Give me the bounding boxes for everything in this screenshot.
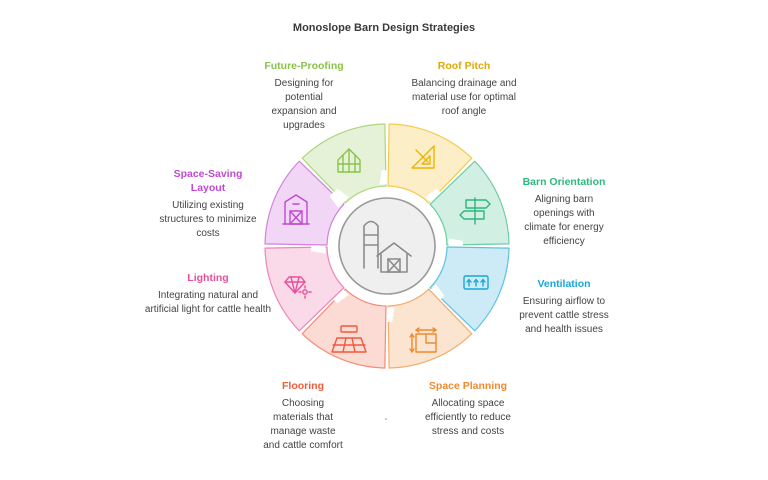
segment-notch [329, 284, 349, 304]
desc-barn-orientation: Aligning barn openings with climate for … [524, 194, 604, 247]
diagram-title: Monoslope Barn Design Strategies [292, 22, 476, 34]
segment-notch [329, 188, 349, 208]
title-roof-pitch: Roof Pitch [437, 60, 491, 72]
label-space-planning: Space Planning Allocating space efficien… [393, 379, 543, 439]
silo-and-barn-icon [363, 220, 412, 273]
label-flooring: Flooring Choosing materials that manage … [228, 379, 378, 453]
title-space-planning: Space Planning [428, 380, 508, 392]
desc-flooring: Choosing materials that manage waste and… [263, 398, 343, 451]
label-roof-pitch: Roof Pitch Balancing drainage and materi… [389, 59, 539, 119]
segment-notch [425, 284, 445, 304]
title-lighting: Lighting [187, 272, 229, 284]
desc-future-proofing: Designing for potential expansion and up… [271, 78, 337, 131]
segment-barn-orientation [429, 160, 510, 246]
segment-space-planning [387, 288, 473, 369]
desc-space-planning: Allocating space efficiently to reduce s… [425, 398, 511, 437]
desc-roof-pitch: Balancing drainage and material use for … [411, 78, 517, 117]
floor-plan-icon [409, 327, 437, 353]
label-space-saving: Space-Saving Layout Utilizing existing s… [133, 167, 283, 241]
air-vent-icon [463, 275, 489, 290]
label-lighting: Lighting Integrating natural and artific… [133, 271, 283, 317]
signpost-icon [459, 197, 491, 225]
desc-lighting: Integrating natural and artificial light… [144, 290, 272, 315]
desc-space-saving: Utilizing existing structures to minimiz… [159, 200, 257, 239]
set-square-icon [411, 145, 435, 169]
gem-light-icon [284, 276, 312, 299]
title-flooring: Flooring [282, 380, 324, 392]
desc-ventilation: Ensuring airflow to prevent cattle stres… [519, 296, 609, 335]
label-barn-orientation: Barn Orientation Aligning barn openings … [489, 175, 639, 249]
center-hub [338, 197, 436, 295]
title-ventilation: Ventilation [537, 278, 591, 290]
title-space-saving: Space-Saving Layout [173, 168, 243, 194]
greenhouse-icon [337, 148, 361, 173]
segment-notch [425, 188, 445, 208]
label-ventilation: Ventilation Ensuring airflow to prevent … [489, 277, 639, 337]
label-future-proofing: Future-Proofing Designing for potential … [229, 59, 379, 133]
title-future-proofing: Future-Proofing [264, 60, 344, 72]
barn-icon [282, 194, 310, 225]
floor-tiles-icon [331, 325, 367, 353]
segment-lighting [264, 246, 345, 332]
title-barn-orientation: Barn Orientation [522, 176, 606, 188]
stray-dot [385, 418, 387, 420]
